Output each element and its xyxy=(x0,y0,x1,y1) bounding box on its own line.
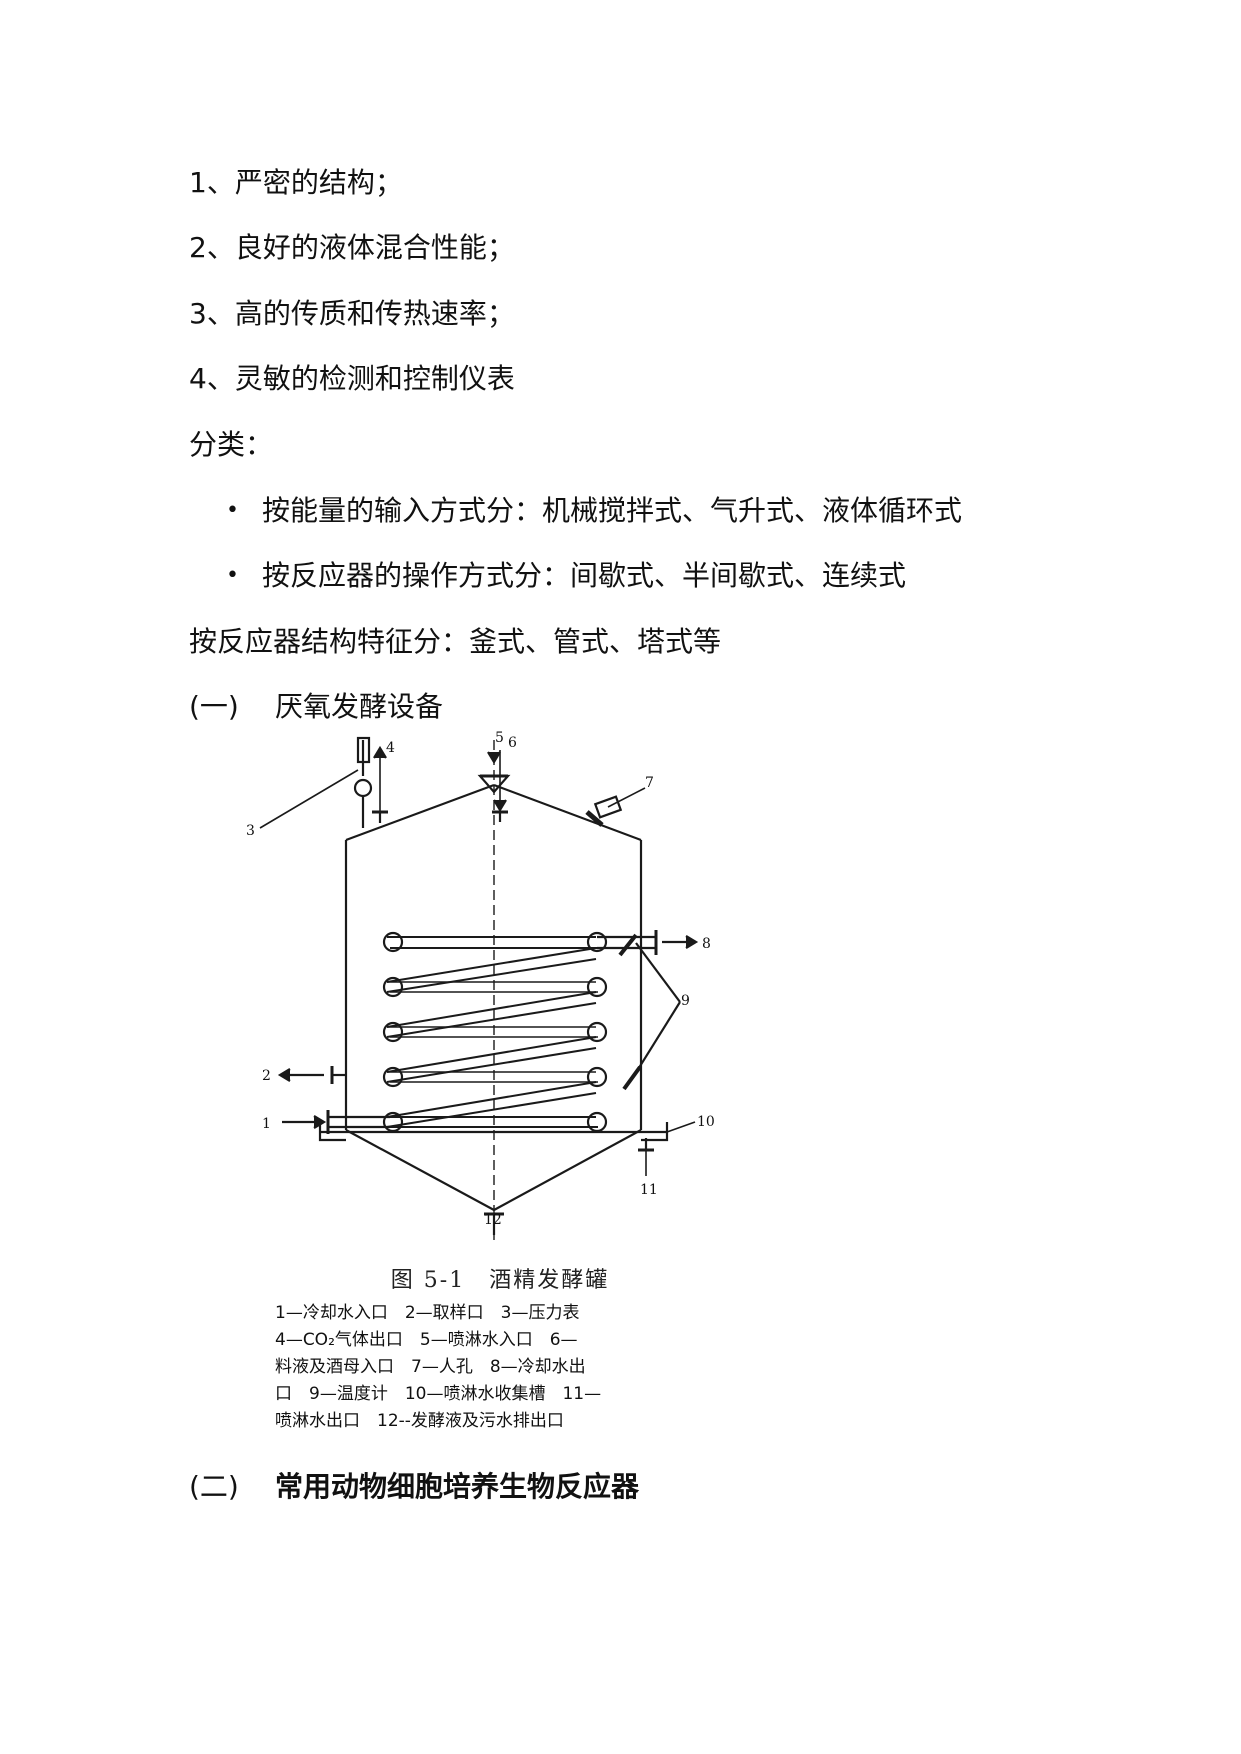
label-6: 6 xyxy=(508,735,517,751)
legend-line-3: 料液及酒母入口 7—人孔 8—冷却水出 xyxy=(275,1357,586,1377)
section-title: 常用动物细胞培养生物反应器 xyxy=(275,1470,640,1503)
section-heading-2: (二) 常用动物细胞培养生物反应器 xyxy=(189,1470,639,1504)
section-number: (一) xyxy=(189,690,239,723)
list-item-2: 2、良好的液体混合性能； xyxy=(189,231,515,264)
classification-label: 分类： xyxy=(189,428,274,461)
list-item-1: 1、严密的结构； xyxy=(189,166,403,199)
fermentation-tank-diagram: 1 2 3 4 5 6 7 8 9 10 11 12 xyxy=(246,730,715,1240)
label-12: 12 xyxy=(484,1212,502,1228)
legend-line-1: 1—冷却水入口 2—取样口 3—压力表 xyxy=(275,1303,580,1323)
label-5: 5 xyxy=(495,730,504,746)
label-4: 4 xyxy=(386,740,395,756)
bullet-item-energy: • 按能量的输入方式分：机械搅拌式、气升式、液体循环式 xyxy=(226,494,962,528)
fermentation-tank-figure: 1 2 3 4 5 6 7 8 9 10 11 12 图 5-1 酒精发酵罐 1… xyxy=(240,730,760,1450)
bullet-item-operation: • 按反应器的操作方式分：间歇式、半间歇式、连续式 xyxy=(226,559,906,593)
bullet-text: 按反应器的操作方式分：间歇式、半间歇式、连续式 xyxy=(262,559,907,592)
bullet-icon: • xyxy=(226,498,239,523)
label-7: 7 xyxy=(645,775,654,791)
bullet-text: 按能量的输入方式分：机械搅拌式、气升式、液体循环式 xyxy=(262,494,963,527)
label-3: 3 xyxy=(246,823,255,839)
label-1: 1 xyxy=(262,1116,271,1132)
list-item-3: 3、高的传质和传热速率； xyxy=(189,297,515,330)
legend-line-5: 喷淋水出口 12--发酵液及污水排出口 xyxy=(275,1411,564,1431)
label-2: 2 xyxy=(262,1068,271,1084)
section-number: (二) xyxy=(189,1470,239,1503)
section-heading-1: (一) 厌氧发酵设备 xyxy=(189,690,443,724)
label-8: 8 xyxy=(702,936,711,952)
structure-line: 按反应器结构特征分：釜式、管式、塔式等 xyxy=(189,625,722,658)
label-9: 9 xyxy=(681,993,690,1009)
legend-line-4: 口 9—温度计 10—喷淋水收集槽 11— xyxy=(275,1384,602,1404)
legend-line-2: 4—CO₂气体出口 5—喷淋水入口 6— xyxy=(275,1330,578,1350)
label-10: 10 xyxy=(697,1114,715,1130)
bullet-icon: • xyxy=(226,563,239,588)
figure-caption: 图 5-1 酒精发酵罐 xyxy=(390,1268,610,1293)
section-title: 厌氧发酵设备 xyxy=(275,690,444,723)
list-item-4: 4、灵敏的检测和控制仪表 xyxy=(189,362,515,395)
label-11: 11 xyxy=(640,1182,658,1198)
